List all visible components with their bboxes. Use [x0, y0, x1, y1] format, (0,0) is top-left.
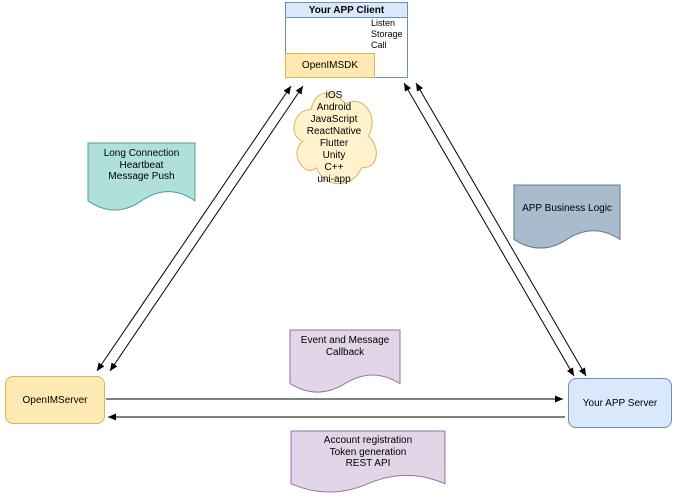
note-long-connection-shape [87, 142, 196, 211]
platforms-cloud-text: iOS Android JavaScript ReactNative Flutt… [306, 90, 362, 185]
client-hook-call: Call [371, 40, 387, 50]
arrow-openimserver-sdk-1 [96, 85, 292, 372]
openimsdk-box: OpenIMSDK [285, 53, 375, 78]
client-hook-storage: Storage [371, 29, 403, 39]
client-hook-listen: Listen [371, 18, 396, 28]
note-business-logic-shape [513, 184, 621, 249]
note-callback-text: Event and Message Callback [300, 335, 390, 358]
arrow-openimserver-sdk-2 [109, 85, 304, 372]
note-callback-shape [289, 329, 401, 393]
platforms-cloud-shape [293, 92, 377, 185]
note-business-logic-text: APP Business Logic [522, 203, 612, 214]
note-long-connection-text: Long Connection Heartbeat Message Push [103, 148, 180, 182]
openimserver-box: OpenIMServer [5, 376, 105, 424]
note-rest-api-text: Account registration Token generation RE… [323, 435, 413, 469]
note-rest-api-shape [290, 430, 446, 493]
your-app-server-box: Your APP Server [568, 378, 672, 428]
arrow-appserver-client-2 [415, 82, 587, 377]
client-title: Your APP Client [285, 2, 408, 18]
